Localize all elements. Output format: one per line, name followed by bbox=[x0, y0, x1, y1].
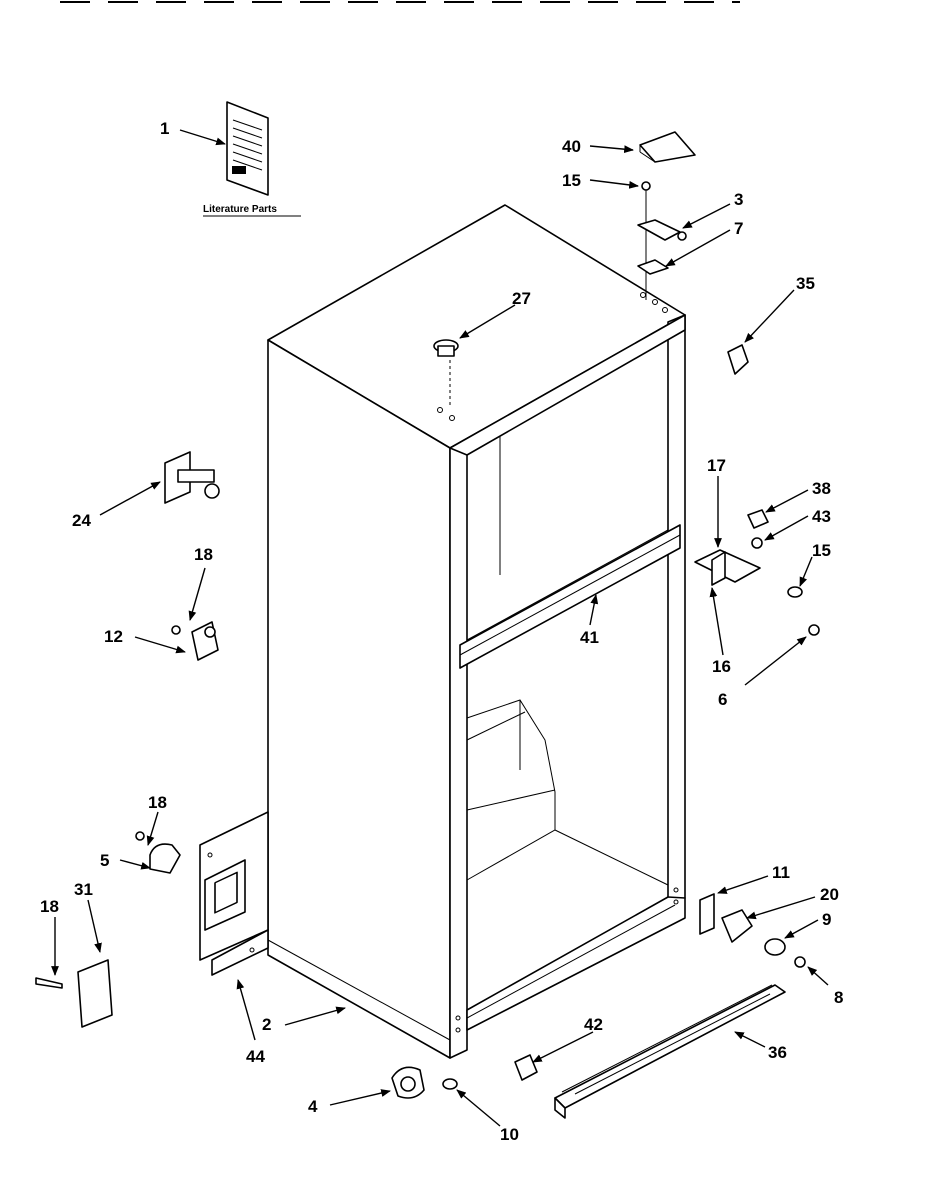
callout-40: 40 bbox=[562, 137, 581, 156]
callout-27: 27 bbox=[512, 289, 531, 308]
cabinet bbox=[267, 204, 686, 1059]
callout-5: 5 bbox=[100, 851, 109, 870]
literature-parts-booklet bbox=[226, 101, 269, 196]
callout-24: 24 bbox=[72, 511, 91, 530]
callout-10: 10 bbox=[500, 1125, 519, 1144]
callout-31: 31 bbox=[74, 880, 93, 899]
callout-44: 44 bbox=[246, 1047, 265, 1066]
cover-31 bbox=[35, 959, 113, 1028]
callout-labels: 1 2 3 4 5 6 7 8 9 10 11 12 15 15 16 17 1… bbox=[40, 119, 843, 1144]
callout-2: 2 bbox=[262, 1015, 271, 1034]
callout-9: 9 bbox=[822, 910, 831, 929]
callout-41: 41 bbox=[580, 628, 599, 647]
part-42 bbox=[514, 1054, 538, 1081]
leader-arrows bbox=[51, 129, 829, 1127]
callout-4: 4 bbox=[308, 1097, 318, 1116]
callout-18-upper: 18 bbox=[194, 545, 213, 564]
screw-10 bbox=[442, 1078, 458, 1090]
callout-12: 12 bbox=[104, 627, 123, 646]
lower-hinge-assembly bbox=[699, 893, 806, 968]
part-12-hinge bbox=[171, 621, 219, 661]
callout-3: 3 bbox=[734, 190, 743, 209]
callout-18-mid: 18 bbox=[148, 793, 167, 812]
toe-grille-36 bbox=[554, 984, 786, 1119]
callout-35: 35 bbox=[796, 274, 815, 293]
plug-27 bbox=[433, 339, 459, 405]
part-5 bbox=[135, 831, 181, 874]
top-hinge-assembly bbox=[637, 181, 687, 300]
callout-7: 7 bbox=[734, 219, 743, 238]
callout-15-mid: 15 bbox=[812, 541, 831, 560]
callout-15-top: 15 bbox=[562, 171, 581, 190]
part-24 bbox=[164, 451, 220, 504]
callout-11: 11 bbox=[772, 863, 790, 882]
callout-36: 36 bbox=[768, 1043, 787, 1062]
callout-1: 1 bbox=[160, 119, 169, 138]
callout-20: 20 bbox=[820, 885, 839, 904]
callout-16: 16 bbox=[712, 657, 731, 676]
callout-42: 42 bbox=[584, 1015, 603, 1034]
callout-38: 38 bbox=[812, 479, 831, 498]
callout-8: 8 bbox=[834, 988, 843, 1007]
side-panel-bracket bbox=[199, 811, 269, 976]
callout-43: 43 bbox=[812, 507, 831, 526]
clip-35 bbox=[727, 344, 749, 375]
roller-4 bbox=[391, 1066, 425, 1099]
callout-18-lower: 18 bbox=[40, 897, 59, 916]
callout-17: 17 bbox=[707, 456, 726, 475]
callout-6: 6 bbox=[718, 690, 727, 709]
center-hinge-bracket bbox=[694, 509, 820, 636]
literature-parts-caption: Literature Parts bbox=[203, 204, 277, 215]
hinge-cover-40 bbox=[639, 131, 696, 163]
